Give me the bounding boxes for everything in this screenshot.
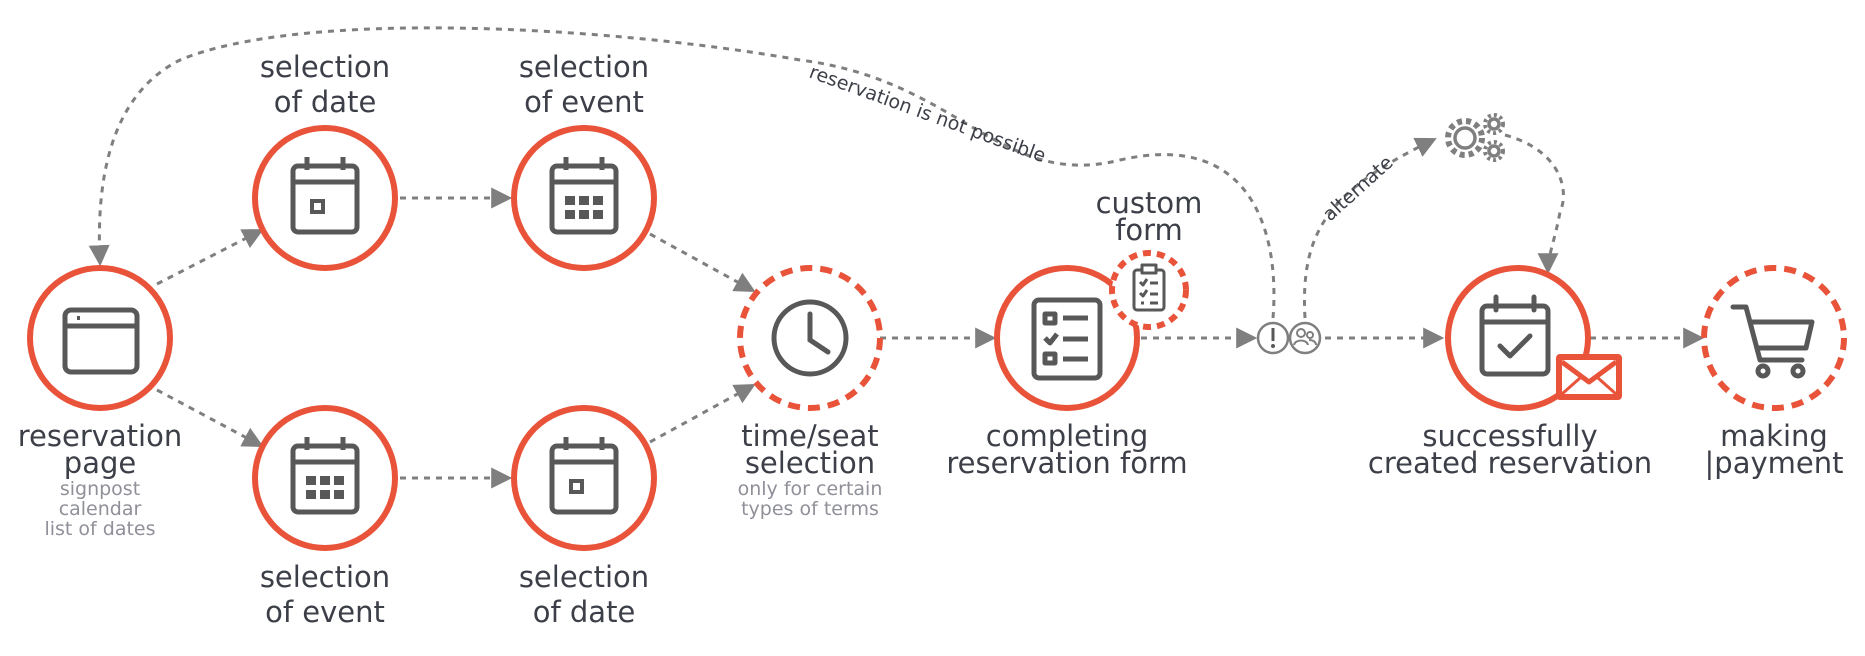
- reservation-page-title-line2: page: [64, 446, 136, 480]
- clipboard-icon: [1132, 263, 1166, 312]
- payment-title-line2: |payment: [1705, 446, 1844, 480]
- time-seat-sub-line1: only for certain: [738, 478, 883, 500]
- calendar-grid-icon: [290, 437, 360, 515]
- success-title-line1: successfully: [1422, 419, 1597, 453]
- envelope-icon: [1556, 354, 1622, 400]
- node-top-date: [252, 125, 398, 271]
- top-event-title-line2: of event: [524, 85, 644, 119]
- arrow-bottom-date-to-time-seat: [649, 383, 756, 444]
- calendar-grid-icon: [549, 157, 619, 235]
- custom-form-title-line2: form: [1115, 213, 1183, 247]
- reservation-page-sub-line3: list of dates: [44, 518, 155, 540]
- gears-icon: [1445, 113, 1505, 162]
- reservation-page-sub-line1: signpost: [60, 478, 140, 500]
- time-seat-sub-line2: types of terms: [741, 498, 879, 520]
- time-seat-title-line1: time/seat: [741, 419, 878, 453]
- arrow-page-to-bottom-event: [156, 388, 264, 447]
- users-icon: [1288, 321, 1322, 355]
- top-date-title-line2: of date: [274, 85, 377, 119]
- bottom-date-title-line1: selection: [519, 560, 649, 594]
- arrow-alternate-to-gears: [1302, 137, 1437, 319]
- success-title-line2: created reservation: [1368, 446, 1652, 480]
- reservation-page-title-line1: reservation: [18, 419, 182, 453]
- exclamation-icon: [1256, 321, 1290, 355]
- top-event-title-line1: selection: [519, 50, 649, 84]
- arrow-not-possible-loop: [88, 26, 1276, 319]
- node-payment: [1701, 265, 1847, 411]
- calendar-day-icon: [549, 437, 619, 515]
- node-bottom-date: [511, 405, 657, 551]
- reservation-page-sub-line2: calendar: [59, 498, 142, 520]
- node-custom-form: [1109, 250, 1189, 330]
- bottom-date-title-line2: of date: [533, 595, 636, 629]
- node-reservation-page: [27, 265, 173, 411]
- path-label-alternate: alternate: [1319, 152, 1398, 226]
- completing-form-title-line1: completing: [986, 419, 1148, 453]
- checklist-icon: [1031, 297, 1103, 381]
- calendar-day-icon: [290, 157, 360, 235]
- custom-form-title-line1: custom: [1096, 186, 1203, 220]
- completing-form-title-line2: reservation form: [946, 446, 1187, 480]
- top-date-title-line1: selection: [260, 50, 390, 84]
- arrow-top-event-to-time-seat: [649, 232, 756, 293]
- arrow-gears-to-success: [1504, 133, 1565, 275]
- bottom-event-title-line1: selection: [260, 560, 390, 594]
- path-label-not-possible: reservation is not possible: [806, 61, 1048, 167]
- shopping-cart-icon: [1730, 304, 1815, 379]
- connectors: [88, 26, 1705, 489]
- bottom-event-title-line2: of event: [265, 595, 385, 629]
- calendar-check-icon: [1479, 294, 1551, 377]
- payment-title-line1: making: [1720, 419, 1828, 453]
- time-seat-title-line2: selection: [745, 446, 875, 480]
- clock-icon: [771, 299, 849, 377]
- arrow-page-to-top-date: [156, 229, 264, 286]
- node-circles: [27, 125, 1847, 551]
- browser-window-icon: [62, 307, 140, 375]
